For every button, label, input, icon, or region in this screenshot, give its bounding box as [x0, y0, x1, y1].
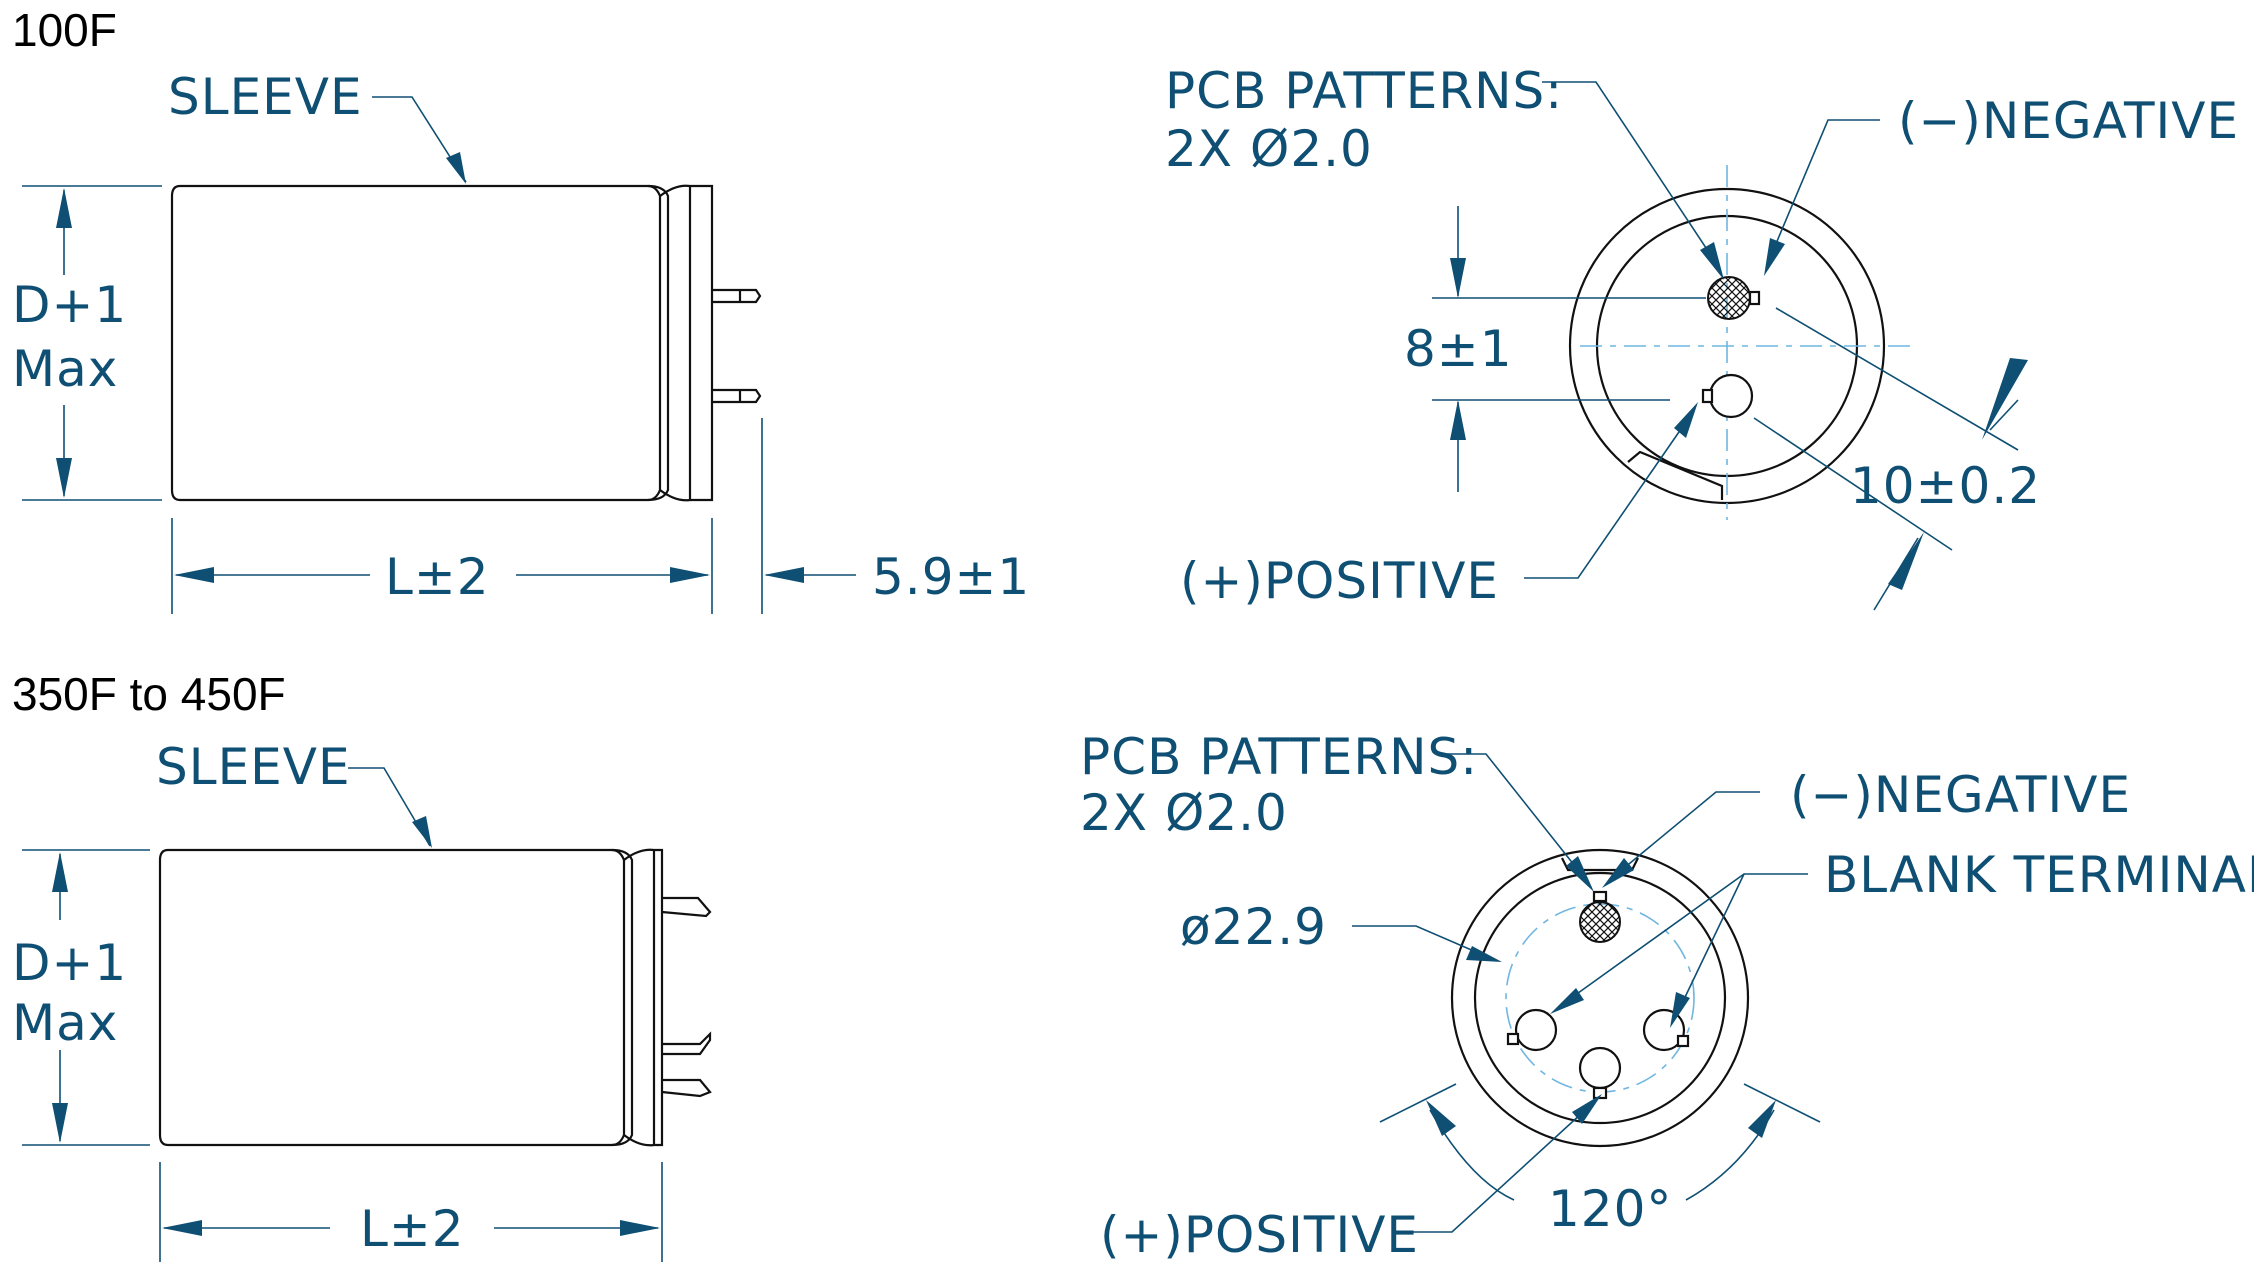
- end-view-350f: [1450, 848, 1750, 1148]
- pcb-size-label-350f: 2X Ø2.0: [1080, 784, 1288, 842]
- pcb-leader-350f: [1436, 753, 1594, 892]
- length-dimension-350f: [159, 1162, 663, 1262]
- positive-leader-350f: [1404, 1094, 1602, 1233]
- blank-terminal-label-350f: BLANK TERMINAL: [1824, 846, 2254, 904]
- angle-label-350f: 120°: [1548, 1180, 1672, 1238]
- section-title-350f: 350F to 450F: [12, 668, 286, 720]
- diameter-dimension-100f: [22, 185, 162, 501]
- sleeve-leader-350f: [348, 767, 432, 848]
- blank-terminal-leaders-350f: [1550, 873, 1808, 1028]
- max-label-100f: Max: [12, 340, 118, 398]
- sleeve-leader-100f: [372, 96, 467, 184]
- max-label-350f: Max: [12, 994, 118, 1052]
- section-title-100f: 100F: [12, 4, 117, 56]
- spacing-label-100f: 8±1: [1404, 320, 1513, 378]
- negative-label-350f: (−)NEGATIVE: [1790, 766, 2131, 824]
- circle-diameter-label-350f: ø22.9: [1180, 898, 1327, 956]
- end-view-100f: [1568, 165, 1910, 520]
- positive-label-100f: (+)POSITIVE: [1180, 552, 1499, 610]
- side-view-350f: [158, 848, 712, 1147]
- positive-leader-100f: [1524, 402, 1698, 579]
- spacing-dimension-100f: [1432, 206, 1706, 492]
- diameter-label-350f: D+1: [12, 934, 127, 992]
- circle-diameter-leader-350f: [1352, 925, 1502, 962]
- negative-leader-100f: [1764, 119, 1880, 276]
- length-label-350f: L±2: [360, 1200, 465, 1258]
- pcb-label-100f: PCB PATTERNS:: [1165, 62, 1563, 120]
- pitch-dimension-100f: [1753, 307, 2028, 611]
- pitch-label-100f: 10±0.2: [1850, 457, 2041, 515]
- diameter-label-100f: D+1: [12, 276, 127, 334]
- lead-length-label-100f: 5.9±1: [872, 548, 1030, 606]
- pcb-label-350f: PCB PATTERNS:: [1080, 728, 1478, 786]
- negative-label-100f: (−)NEGATIVE: [1898, 92, 2239, 150]
- diameter-dimension-350f: [22, 849, 150, 1146]
- length-dimension-100f: [171, 418, 856, 614]
- sleeve-label-350f: SLEEVE: [156, 738, 351, 796]
- pcb-size-label-100f: 2X Ø2.0: [1165, 120, 1373, 178]
- negative-leader-350f: [1602, 791, 1760, 888]
- side-view-100f: [170, 184, 762, 502]
- positive-label-350f: (+)POSITIVE: [1100, 1206, 1419, 1264]
- length-label-100f: L±2: [385, 548, 490, 606]
- angle-dimension-350f: [1379, 1083, 1821, 1201]
- pcb-leader-100f: [1542, 81, 1724, 280]
- sleeve-label-100f: SLEEVE: [168, 68, 363, 126]
